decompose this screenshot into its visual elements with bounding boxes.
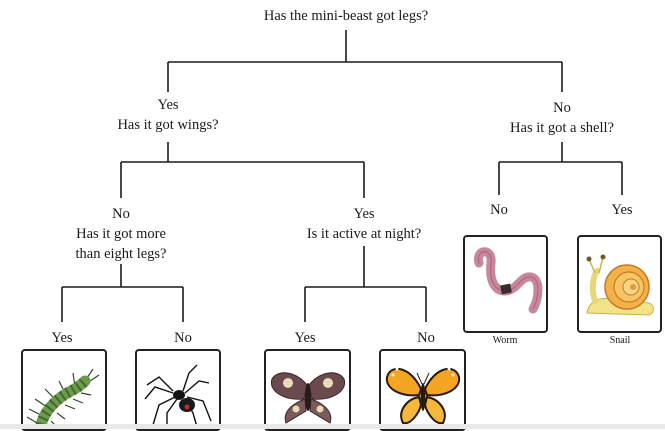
legs-no-answer: No [553,100,571,116]
shell-no-answer: No [490,202,508,218]
worm-caption: Worm [492,335,518,346]
eight-no-answer: No [174,330,192,346]
moth-icon [270,372,346,424]
worm-picture-box [463,235,548,333]
night-question: Is it active at night? [306,226,422,242]
centipede-picture-box [21,349,107,431]
snail-icon [586,254,654,316]
butterfly-icon [385,367,461,425]
worm-icon [473,247,543,314]
wings-no-answer: No [112,206,130,222]
butterfly-picture-box [379,349,466,431]
root-question: Has the mini-beast got legs? [263,8,429,24]
legs-yes-answer: Yes [157,97,179,113]
shell-yes-answer: Yes [611,202,633,218]
legs-count-question-line1: Has it got more [76,226,166,242]
shell-question: Has it got a shell? [510,120,614,136]
eight-yes-answer: Yes [51,330,73,346]
wings-question: Has it got wings? [117,117,219,133]
snail-picture-box [577,235,662,333]
spider-picture-box [135,349,221,431]
moth-picture-box [264,349,351,431]
night-yes-answer: Yes [294,330,316,346]
centipede-icon [26,368,100,429]
bottom-edge [0,424,665,429]
night-no-answer: No [417,330,435,346]
legs-count-question-line2: than eight legs? [75,246,167,262]
wings-yes-answer: Yes [353,206,375,222]
spider-icon [144,364,212,428]
snail-caption: Snail [609,335,631,346]
